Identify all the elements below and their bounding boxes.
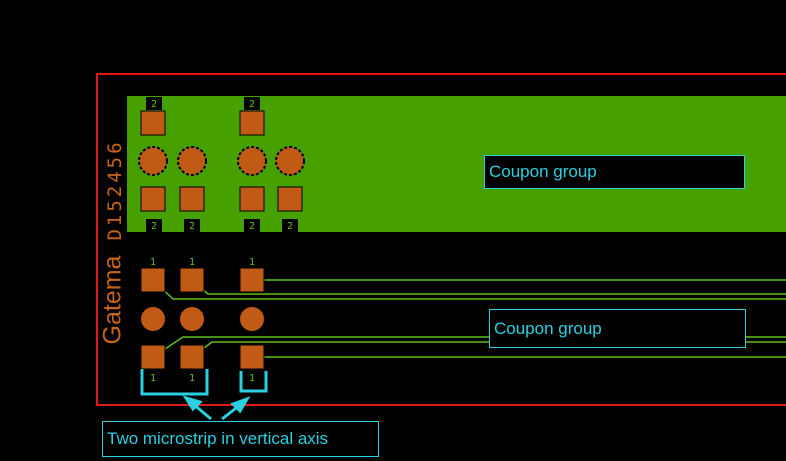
pad-label: 1 [189, 373, 195, 384]
pad-label: 2 [151, 99, 157, 110]
pad-label-box [244, 97, 260, 110]
pad-label: 1 [150, 257, 156, 268]
pad-round [180, 307, 204, 331]
bottom-pad-group: 1 1 1 1 1 1 [140, 257, 265, 384]
pad-label: 1 [189, 257, 195, 268]
pad-square [239, 110, 265, 136]
microstrip-callout: Two microstrip in vertical axis [102, 421, 379, 457]
bracket-right [239, 371, 268, 393]
pad-label: 1 [249, 257, 255, 268]
pad-label: 2 [287, 221, 293, 232]
pad-label: 2 [249, 221, 255, 232]
pad-square [140, 267, 166, 293]
bracket-left [140, 369, 209, 396]
arrow-head [230, 396, 251, 414]
pad-square [140, 186, 166, 212]
pad-label: 2 [249, 99, 255, 110]
pad-round [275, 146, 305, 176]
board-outline [96, 73, 786, 406]
pad-label-box [146, 97, 162, 110]
callout-label: Coupon group [489, 162, 597, 181]
coupon-group-callout-top: Coupon group [484, 155, 745, 189]
pad-label: 1 [150, 373, 156, 384]
pad-label-box [244, 219, 260, 232]
pad-label: 2 [151, 221, 157, 232]
pad-square [239, 344, 265, 370]
coupon-group-callout-bottom: Coupon group [489, 309, 746, 348]
callout-label: Two microstrip in vertical axis [107, 429, 329, 448]
pad-round [237, 146, 267, 176]
pad-square [239, 186, 265, 212]
board-brand-silkscreen: Gatema [98, 255, 127, 345]
pad-square [140, 344, 166, 370]
callout-label: Coupon group [494, 318, 602, 338]
pad-square [277, 186, 303, 212]
pad-label-box [146, 219, 162, 232]
pad-label: 1 [249, 373, 255, 384]
pad-round [240, 307, 264, 331]
pad-square [179, 344, 205, 370]
pad-round [138, 146, 168, 176]
top-pad-group: 2 2 2 2 2 2 [138, 97, 305, 232]
pad-label-box [282, 219, 298, 232]
arrow-head [182, 395, 203, 412]
pad-square [179, 186, 205, 212]
microstrip-bracket-markers [140, 369, 268, 396]
callout-arrows [182, 395, 251, 421]
pad-label: 2 [189, 221, 195, 232]
trace-line [191, 279, 786, 295]
pad-round [177, 146, 207, 176]
board-part-number-silkscreen: D152456 [104, 139, 126, 241]
pad-square [239, 267, 265, 293]
pad-square [140, 110, 166, 136]
pad-round [141, 307, 165, 331]
pad-square [179, 267, 205, 293]
pad-label-box [184, 219, 200, 232]
